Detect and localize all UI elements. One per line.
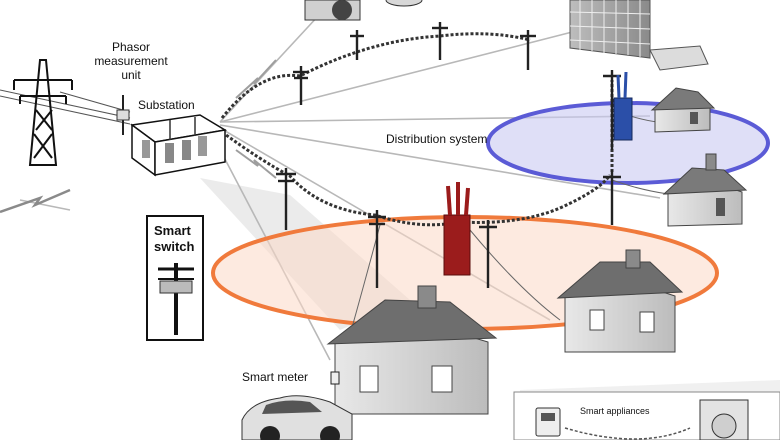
- transmission-tower-icon: [13, 59, 73, 166]
- pmu-label-line-1: Phasor: [111, 40, 151, 54]
- house-icon-smart-meter: [326, 285, 498, 415]
- house-icon-dist-2: [662, 153, 748, 227]
- smart-meter-icon: [330, 371, 340, 385]
- distribution-system-label: Distribution system: [386, 132, 488, 146]
- house-icon-local-right: [556, 249, 684, 353]
- smart-switch-label-line-1: Smart: [154, 223, 191, 238]
- signal-bolt-2: [235, 149, 277, 179]
- pmu-pole-icon: [116, 95, 130, 135]
- car-icon: [241, 395, 353, 440]
- pmu-label-line-2: measurement: [94, 54, 168, 68]
- signal-bolt-1: [235, 59, 277, 99]
- router-icon-blue: [613, 71, 633, 141]
- smart-switch-label-line-2: switch: [154, 239, 195, 254]
- industrial-equipment-icon: [304, 0, 423, 21]
- smart-switch-label: Smart switch: [154, 223, 194, 255]
- pmu-label: Phasor measurement unit: [92, 40, 170, 82]
- smart-switch-box: Smart switch: [146, 215, 204, 341]
- router-icon: [443, 182, 471, 276]
- house-icon-dist-1: [650, 87, 716, 133]
- pmu-label-line-3: unit: [121, 68, 141, 82]
- utility-pole-icon: [276, 22, 621, 288]
- signal-bolt-3: [0, 188, 71, 214]
- smart-meter-label: Smart meter: [242, 370, 309, 384]
- switch-pole-icon: [158, 263, 194, 335]
- substation-icon: [130, 114, 228, 177]
- appliances-panel: [513, 391, 780, 440]
- smart-appliances-label: Smart appliances: [580, 406, 650, 416]
- building-icon: [569, 0, 709, 71]
- substation-label: Substation: [138, 98, 195, 112]
- thermostat-icon: [535, 407, 561, 437]
